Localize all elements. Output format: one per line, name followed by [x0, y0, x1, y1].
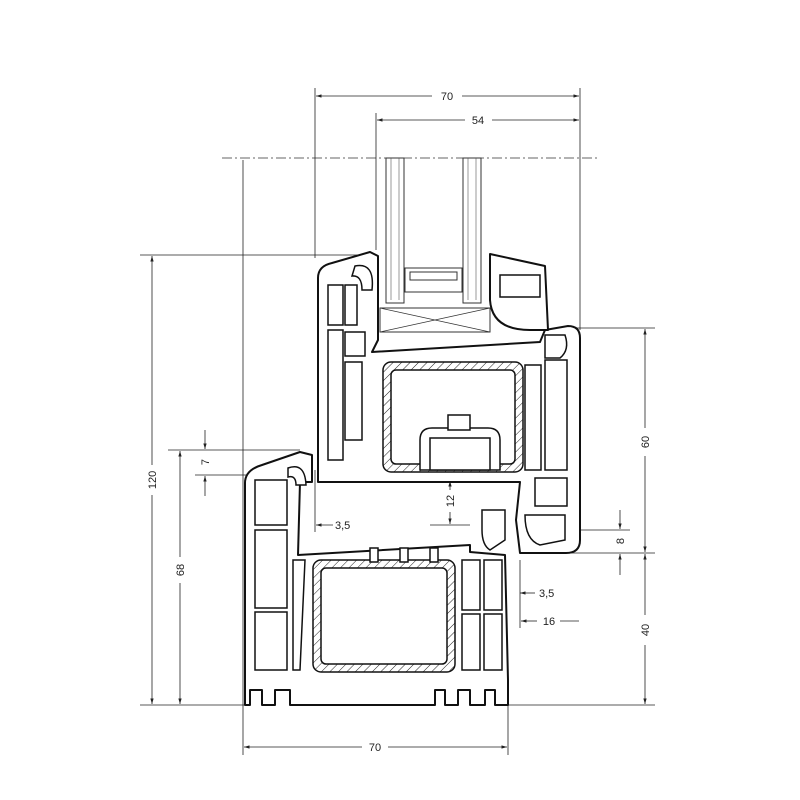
- dim-rebate-height: 12: [445, 495, 457, 507]
- dim-rebate-gap: 8: [615, 538, 627, 544]
- dim-overlap: 7: [200, 459, 212, 465]
- dim-frame-depth: 70: [369, 742, 381, 754]
- extension-lines: [140, 88, 655, 755]
- dim-right-gap: 3,5: [539, 588, 554, 600]
- dim-glazing-depth: 54: [472, 115, 484, 127]
- dim-left-gap: 3,5: [335, 520, 350, 532]
- frame-profile: [244, 451, 509, 706]
- dim-frame-height: 68: [175, 564, 187, 576]
- dim-sash-overhang: 16: [543, 616, 555, 628]
- insulated-glass-unit: [379, 157, 491, 333]
- dim-total-height: 120: [147, 471, 159, 489]
- dim-sash-height: 60: [640, 436, 652, 448]
- dim-top-overall-width: 70: [441, 91, 453, 103]
- dim-frame-visible: 40: [640, 624, 652, 636]
- dimension-labels: 70 54 120 68 7 3,5 12 60 8 3,5 16 40 70: [147, 91, 652, 754]
- sash-profile: [317, 251, 581, 554]
